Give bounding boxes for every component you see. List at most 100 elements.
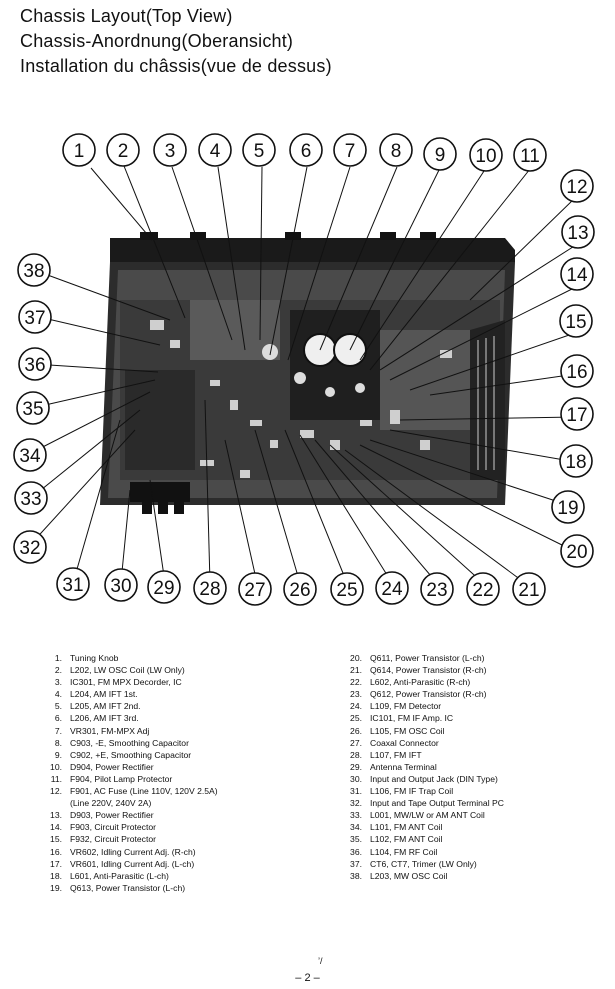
legend-number: 19. (50, 882, 62, 893)
legend-number: 17. (50, 858, 62, 869)
callout-circle (512, 572, 546, 606)
legend-text: L107, FM IFT (370, 749, 422, 760)
callout-label: 38 (23, 261, 44, 282)
legend-text: Input and Tape Output Terminal PC (370, 798, 504, 809)
callout-14: 14 (560, 257, 594, 291)
legend-text: L602, Anti-Parasitic (R-ch) (370, 677, 471, 688)
legend-number: 29. (350, 761, 362, 772)
leader-lines (30, 165, 577, 584)
callout-circle (14, 481, 48, 515)
legend-text: L104, FM RF Coil (370, 846, 438, 857)
legend-number: 37. (350, 858, 362, 869)
callout-label: 16 (566, 362, 587, 383)
legend-text: L001, MW/LW or AM ANT Coil (370, 810, 485, 821)
legend-text: L109, FM Detector (370, 701, 442, 712)
legend-number: 24. (350, 701, 362, 712)
callout-label: 33 (20, 489, 41, 510)
legend-item: 6. L206, AM IFT 3rd. (40, 712, 310, 724)
legend-number: 2. (54, 665, 62, 676)
footer-mark: ’/ (318, 956, 323, 966)
legend-item: 23.Q612, Power Transistor (R-ch) (340, 688, 610, 700)
callout-label: 36 (24, 355, 45, 376)
legend-text: Coaxal Connector (370, 737, 439, 748)
legend-text: C903, -E, Smoothing Capacitor (70, 737, 189, 748)
legend-item: 27.Coaxal Connector (340, 737, 610, 749)
callout-label: 14 (566, 265, 588, 286)
legend-number: 18. (50, 870, 62, 881)
callout-label: 8 (391, 141, 402, 162)
callout-31: 31 (56, 567, 90, 601)
callout-30: 30 (104, 568, 138, 602)
legend-text: L102, FM ANT Coil (370, 834, 443, 845)
title-block: Chassis Layout(Top View) Chassis-Anordnu… (20, 4, 332, 79)
legend-text: D903, Power Rectifier (70, 810, 154, 821)
legend-text: CT6, CT7, Trimer (LW Only) (370, 858, 477, 869)
callout-circle (242, 133, 276, 167)
legend-text: L203, MW OSC Coil (370, 870, 448, 881)
legend-item: 21.Q614, Power Transistor (R-ch) (340, 664, 610, 676)
callout-10: 10 (469, 138, 503, 172)
chassis-board (100, 232, 515, 514)
title-english: Chassis Layout(Top View) (20, 6, 233, 26)
legend-number: 26. (350, 725, 362, 736)
legend-text: Antenna Terminal (370, 761, 437, 772)
legend-number: 6. (54, 713, 62, 724)
callout-circle (238, 572, 272, 606)
legend-text: IC301, FM MPX Decorder, IC (70, 677, 182, 688)
callout-label: 15 (565, 312, 586, 333)
callout-label: 32 (19, 538, 40, 559)
legend-text: L206, AM IFT 3rd. (70, 713, 139, 724)
callout-circle (551, 490, 585, 524)
callout-label: 35 (22, 399, 43, 420)
legend-number: 35. (350, 834, 362, 845)
legend-number: 25. (350, 713, 362, 724)
legend-number: 12. (50, 786, 62, 797)
callout-29: 29 (147, 570, 181, 604)
legend-number: 34. (350, 822, 362, 833)
callout-11: 11 (513, 138, 547, 172)
legend-number: 31. (350, 786, 362, 797)
legend-number: 23. (350, 689, 362, 700)
callout-28: 28 (193, 571, 227, 605)
callout-circle (18, 347, 52, 381)
callout-circle (559, 444, 593, 478)
callout-17: 17 (560, 397, 594, 431)
callout-label: 18 (565, 452, 586, 473)
callout-label: 31 (62, 575, 83, 596)
callout-label: 34 (19, 446, 41, 467)
callout-circle (560, 397, 594, 431)
legend-text: L106, FM IF Trap Coil (370, 786, 454, 797)
legend-item: 26.L105, FM OSC Coil (340, 725, 610, 737)
callout-26: 26 (283, 572, 317, 606)
callout-label: 1 (74, 141, 85, 162)
callout-23: 23 (420, 572, 454, 606)
callout-6: 6 (289, 133, 323, 167)
legend-item: 20.Q611, Power Transistor (L-ch) (340, 652, 610, 664)
legend-text: IC101, FM IF Amp. IC (370, 713, 454, 724)
callout-label: 4 (210, 141, 221, 162)
callout-circle (379, 133, 413, 167)
callout-27: 27 (238, 572, 272, 606)
callout-label: 19 (557, 498, 578, 519)
callout-33: 33 (14, 481, 48, 515)
legend-item: 1.Tuning Knob (40, 652, 310, 664)
legend-item: 37. CT6, CT7, Trimer (LW Only) (340, 858, 610, 870)
callout-label: 20 (566, 542, 587, 563)
legend-item: 19.Q613, Power Transistor (L-ch) (40, 882, 310, 894)
callout-circle (153, 133, 187, 167)
callout-circle (330, 572, 364, 606)
callout-circle (193, 571, 227, 605)
callout-13: 13 (561, 215, 595, 249)
callout-circle (16, 391, 50, 425)
callout-label: 23 (426, 580, 447, 601)
callout-label: 9 (435, 145, 446, 166)
callout-label: 30 (110, 576, 131, 597)
legend-item: 10.D904, Power Rectifier (40, 761, 310, 773)
legend-item: 5.L205, AM IFT 2nd. (40, 700, 310, 712)
legend-item: 11.F904, Pilot Lamp Protector (40, 773, 310, 785)
legend-number: 16. (50, 846, 62, 857)
callout-label: 24 (381, 579, 403, 600)
callout-circle (469, 138, 503, 172)
callout-circle (561, 215, 595, 249)
